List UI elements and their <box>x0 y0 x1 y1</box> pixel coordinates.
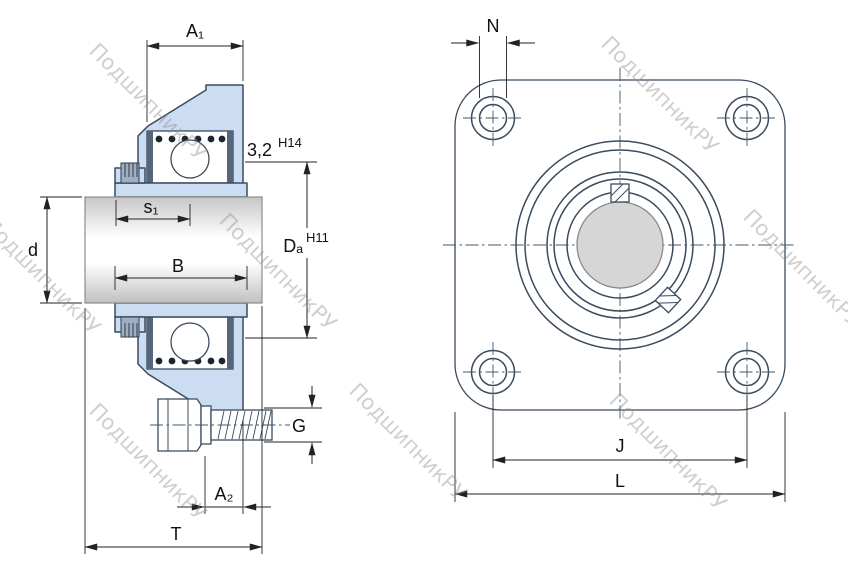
dim-label-d: d <box>28 240 38 260</box>
corner-hole-bottom-right <box>717 342 777 402</box>
left-view-section: A₁ 3,2 H14 Dₐ H11 s₁ d <box>28 21 329 554</box>
dim-l: L <box>454 412 786 502</box>
dim-label-g: G <box>292 416 306 436</box>
dim-label-roughness: 3,2 <box>247 140 272 160</box>
seal-bottom-left <box>147 317 153 369</box>
dim-g: G <box>264 386 322 464</box>
right-view-front: N J L <box>443 16 797 502</box>
bearing-ball-top <box>170 139 210 179</box>
dim-label-da: Dₐ <box>283 236 303 256</box>
dim-n: N <box>451 16 535 98</box>
mounting-bolt <box>150 398 290 452</box>
seal-top-left <box>147 131 153 183</box>
dim-a1: A₁ <box>146 21 244 122</box>
watermark-text: ПодшипникРУ <box>344 379 471 506</box>
dim-a2: A₂ <box>177 420 271 514</box>
housing-spigot-outer <box>515 140 725 350</box>
dim-t: T <box>84 306 263 554</box>
corner-hole-top-right <box>717 88 777 148</box>
bearing-outer-ring-id <box>553 178 687 312</box>
housing-spigot-inner <box>524 149 716 341</box>
corner-hole-bottom-left <box>463 342 523 402</box>
dim-label-h11: H11 <box>306 230 329 245</box>
set-screw-front-side <box>654 286 682 314</box>
shaft-bore <box>576 201 664 289</box>
grub-screw-top <box>120 162 140 184</box>
dim-j: J <box>492 396 748 468</box>
dim-s1: s₁ <box>115 197 191 226</box>
dim-label-a2: A₂ <box>215 484 234 504</box>
grub-screw-bottom <box>120 316 140 338</box>
bearing-ball-bottom <box>170 322 210 362</box>
dim-label-j: J <box>616 436 625 456</box>
seal-bottom-right <box>227 317 233 369</box>
seal-top-right <box>227 131 233 183</box>
inner-ring-bottom <box>114 302 248 318</box>
dim-label-s1: s₁ <box>143 197 158 217</box>
dim-label-h14: H14 <box>278 135 302 150</box>
dim-label-n: N <box>487 16 500 36</box>
corner-hole-top-left <box>463 88 523 148</box>
dim-label-l: L <box>615 471 625 491</box>
dim-d: d <box>28 196 82 304</box>
dim-b: B <box>114 256 248 290</box>
inner-ring-top <box>114 182 248 198</box>
set-screw-front-top <box>610 183 630 203</box>
dim-label-t: T <box>171 524 182 544</box>
bearing-outer-ring-od <box>546 171 694 319</box>
shaft <box>84 196 263 304</box>
dim-label-a1: A₁ <box>186 21 204 41</box>
dim-roughness: 3,2 H14 <box>245 135 317 163</box>
dim-da: Dₐ H11 <box>245 161 329 339</box>
dim-label-b: B <box>172 256 184 276</box>
